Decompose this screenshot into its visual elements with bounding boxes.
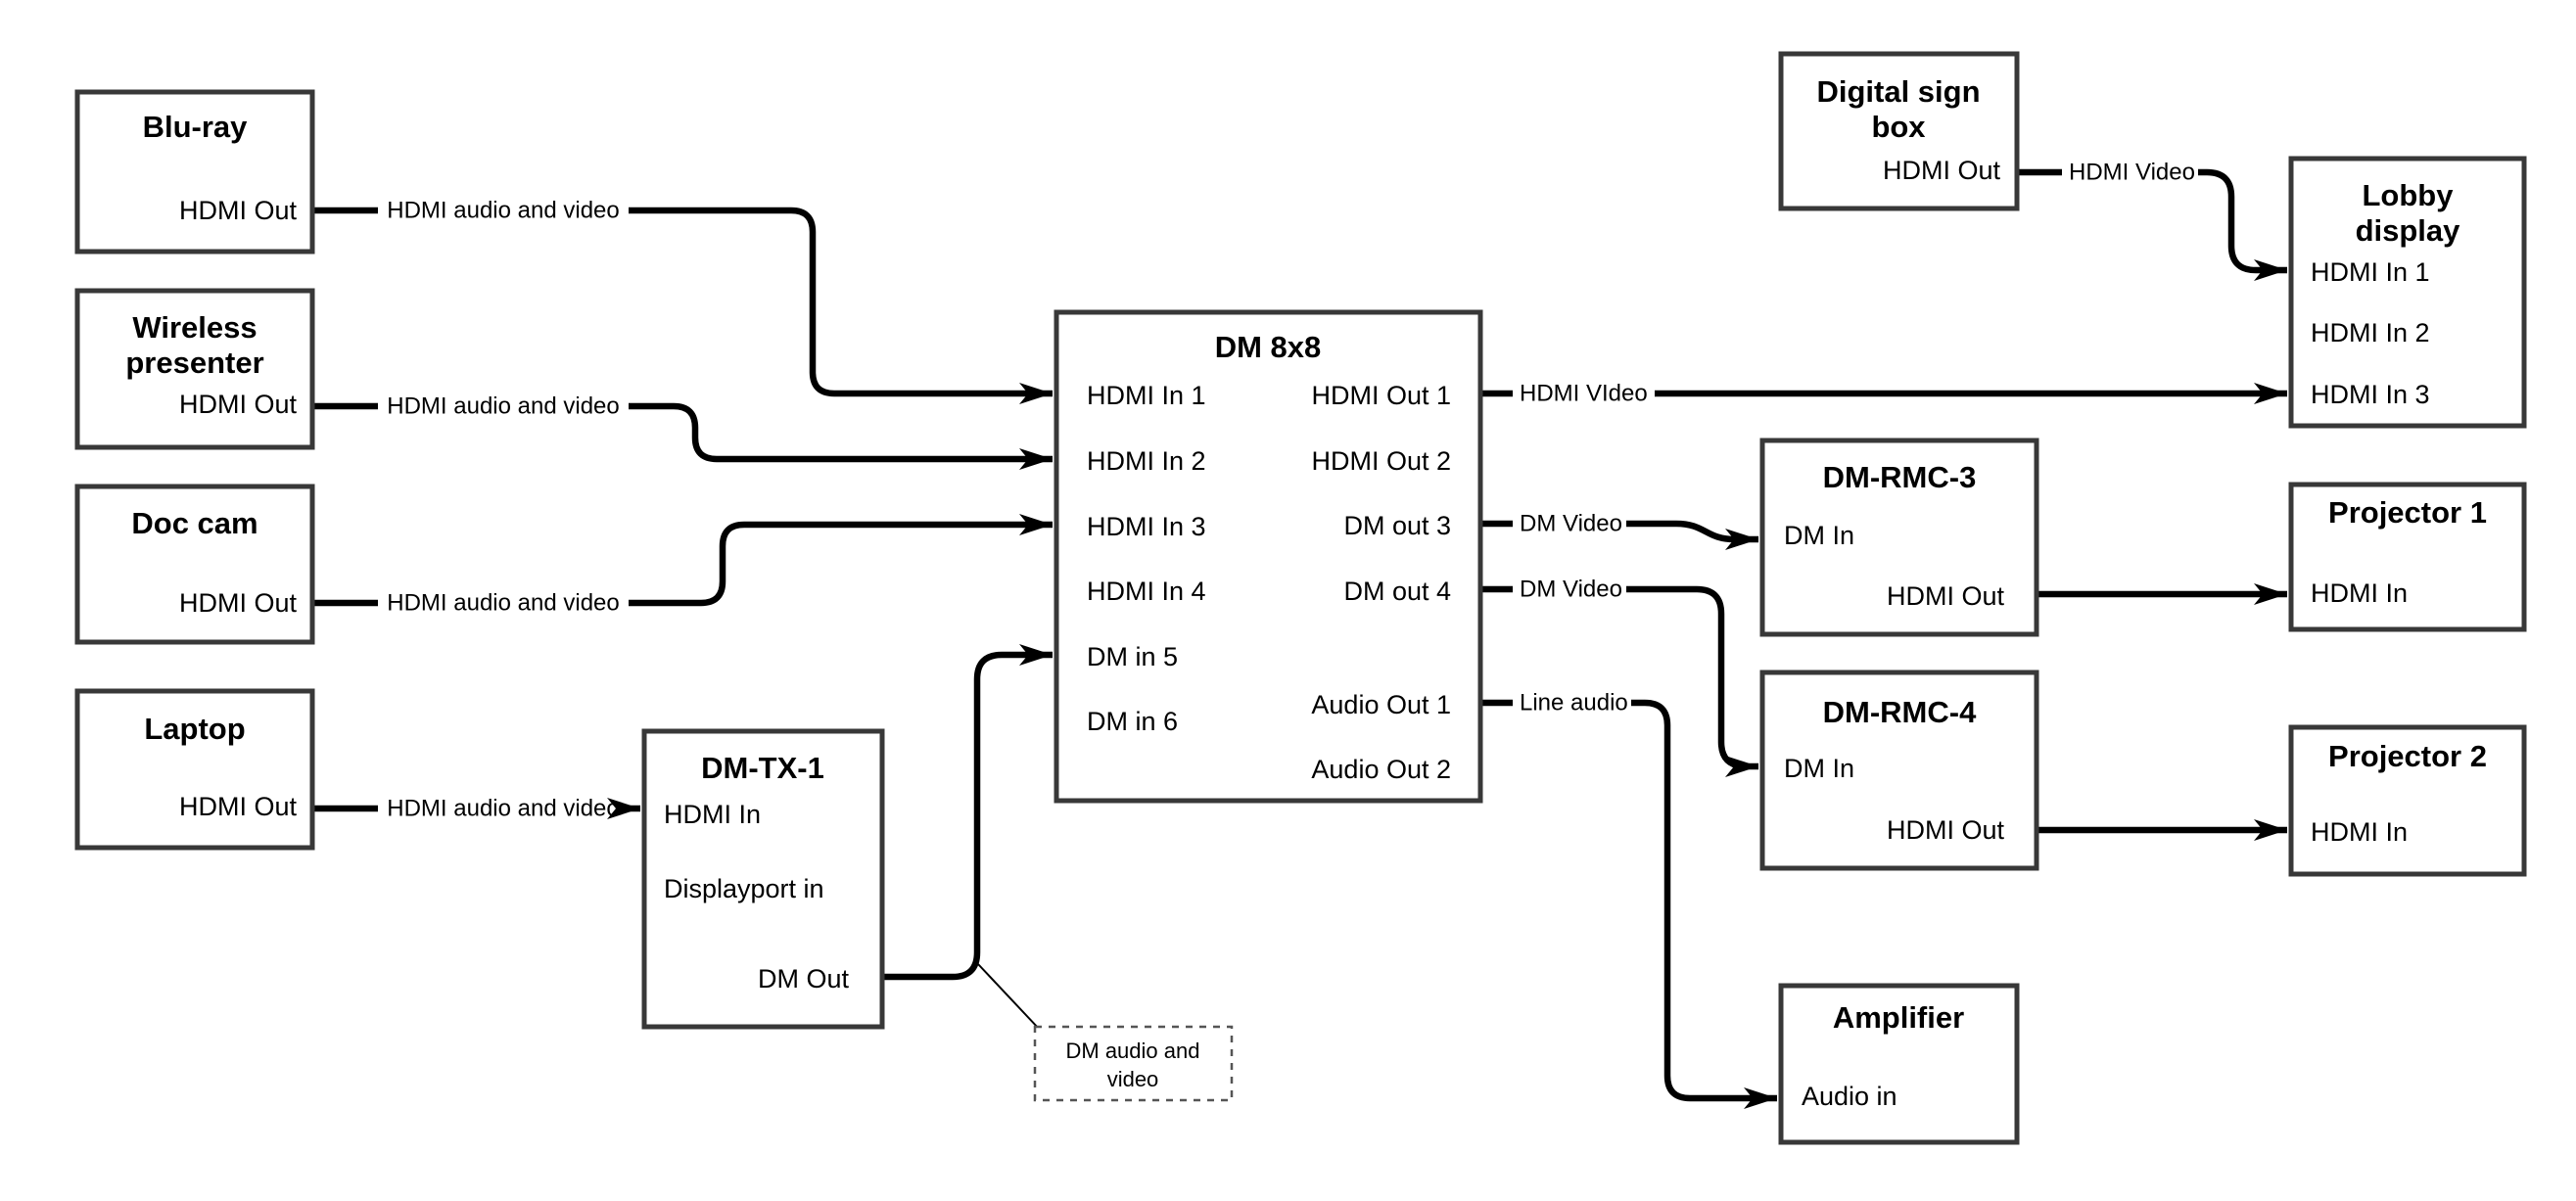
dm-rmc-4-box — [1759, 670, 2039, 871]
connections: HDMI audio and video HDMI audio and vide… — [312, 160, 2287, 1109]
amplifier-title: Amplifier — [1833, 1000, 1964, 1035]
lobby-display-title-line2: display — [2356, 213, 2461, 248]
projector-1-title: Projector 1 — [2328, 495, 2487, 530]
dm-tx-1-port-hdmi-in: HDMI In — [664, 800, 761, 829]
dm-8x8-port-dm-out-4: DM out 4 — [1343, 577, 1451, 606]
digital-sign-box-title-line2: box — [1871, 110, 1926, 144]
connection-dmtx1-to-dm8x8 — [882, 644, 1053, 981]
amplifier-port-audio-in: Audio in — [1802, 1082, 1897, 1111]
dm-8x8-port-audio-out-1: Audio Out 1 — [1311, 690, 1451, 719]
dm-8x8-port-dm-in-5: DM in 5 — [1087, 642, 1178, 671]
node-dm-rmc-4: DM-RMC-4 DM In HDMI Out — [1759, 670, 2039, 871]
dm-tx-1-title: DM-TX-1 — [701, 751, 824, 785]
lobby-display-port-hdmi-in-3: HDMI In 3 — [2311, 380, 2430, 409]
connection-bluray-to-dm8x8 — [629, 207, 1053, 404]
node-dm-8x8: DM 8x8 HDMI In 1 HDMI In 2 HDMI In 3 HDM… — [1054, 309, 1483, 804]
dm-8x8-port-audio-out-2: Audio Out 2 — [1311, 755, 1451, 784]
connection-label-wireless: HDMI audio and video — [387, 393, 619, 420]
dm-8x8-title: DM 8x8 — [1215, 330, 1322, 364]
connection-audioout1-to-amplifier — [1631, 699, 1777, 1109]
node-doc-cam: Doc cam HDMI Out — [74, 484, 315, 645]
dm-rmc-3-title: DM-RMC-3 — [1823, 460, 1977, 494]
projector-2-box — [2288, 724, 2527, 877]
wireless-presenter-title-line2: presenter — [125, 346, 263, 380]
dm-tx-1-port-displayport-in: Displayport in — [664, 874, 824, 903]
node-bluray: Blu-ray HDMI Out — [74, 89, 315, 254]
projector-1-port-hdmi-in: HDMI In — [2311, 578, 2408, 608]
dm-rmc-3-port-dm-in: DM In — [1784, 521, 1854, 550]
bluray-title: Blu-ray — [143, 110, 249, 144]
laptop-box — [74, 688, 315, 851]
connection-dmout3-to-dmrmc3 — [1626, 520, 1758, 550]
node-digital-sign-box: Digital sign box HDMI Out — [1778, 51, 2020, 211]
dm-rmc-3-box — [1759, 438, 2039, 637]
dm-8x8-port-hdmi-in-2: HDMI In 2 — [1087, 446, 1206, 476]
callout-leader-line — [977, 963, 1041, 1031]
callout-text-line2: video — [1107, 1067, 1159, 1091]
node-laptop: Laptop HDMI Out — [74, 688, 315, 851]
dm-rmc-4-port-dm-in: DM In — [1784, 754, 1854, 783]
connection-doccam-to-dm8x8 — [629, 514, 1053, 607]
node-amplifier: Amplifier Audio in — [1778, 983, 2020, 1145]
connection-label-audioout1: Line audio — [1520, 690, 1628, 716]
connection-label-dmout3: DM Video — [1520, 511, 1622, 537]
connection-label-dmout4: DM Video — [1520, 577, 1622, 603]
dm-rmc-4-title: DM-RMC-4 — [1823, 695, 1977, 729]
lobby-display-box — [2288, 156, 2527, 429]
dm-8x8-port-hdmi-out-2: HDMI Out 2 — [1311, 446, 1451, 476]
dm-8x8-port-hdmi-in-1: HDMI In 1 — [1087, 381, 1206, 410]
dm-8x8-box — [1054, 309, 1483, 804]
wireless-presenter-box — [74, 288, 315, 450]
callout-text-line1: DM audio and — [1066, 1039, 1200, 1063]
callout-box — [1033, 1025, 1234, 1102]
connection-label-laptop: HDMI audio and video — [387, 796, 619, 822]
connection-label-digitalsign: HDMI Video — [2069, 160, 2195, 186]
node-lobby-display: Lobby display HDMI In 1 HDMI In 2 HDMI I… — [2288, 156, 2527, 429]
digital-sign-box-box — [1778, 51, 2020, 211]
dm-rmc-4-port-hdmi-out: HDMI Out — [1887, 815, 2005, 845]
lobby-display-port-hdmi-in-1: HDMI In 1 — [2311, 257, 2430, 287]
node-projector-1: Projector 1 HDMI In — [2288, 482, 2527, 632]
dm-8x8-port-hdmi-in-3: HDMI In 3 — [1087, 512, 1206, 541]
wireless-presenter-title-line1: Wireless — [132, 310, 257, 345]
dm-8x8-port-dm-out-3: DM out 3 — [1343, 511, 1451, 540]
wireless-presenter-port-hdmi-out: HDMI Out — [179, 390, 298, 419]
node-wireless-presenter: Wireless presenter HDMI Out — [74, 288, 315, 450]
node-dm-rmc-3: DM-RMC-3 DM In HDMI Out — [1759, 438, 2039, 637]
digital-sign-box-port-hdmi-out: HDMI Out — [1883, 156, 2001, 185]
node-dm-tx-1: DM-TX-1 HDMI In Displayport in DM Out — [641, 728, 885, 1030]
bluray-port-hdmi-out: HDMI Out — [179, 196, 298, 225]
projector-1-box — [2288, 482, 2527, 632]
node-projector-2: Projector 2 HDMI In — [2288, 724, 2527, 877]
connection-label-hdmiout1: HDMI VIdeo — [1520, 381, 1648, 407]
dm-8x8-port-hdmi-in-4: HDMI In 4 — [1087, 577, 1206, 606]
projector-2-port-hdmi-in: HDMI In — [2311, 817, 2408, 847]
doc-cam-box — [74, 484, 315, 645]
amplifier-box — [1778, 983, 2020, 1145]
bluray-box — [74, 89, 315, 254]
laptop-port-hdmi-out: HDMI Out — [179, 792, 298, 821]
dm-tx-1-port-dm-out: DM Out — [758, 964, 850, 993]
lobby-display-title-line1: Lobby — [2363, 178, 2455, 212]
digital-sign-box-title-line1: Digital sign — [1816, 74, 1980, 109]
dm-tx-1-box — [641, 728, 885, 1030]
connection-digitalsign-to-lobby — [2198, 168, 2287, 281]
connection-label-bluray: HDMI audio and video — [387, 198, 619, 224]
dm-8x8-port-dm-in-6: DM in 6 — [1087, 707, 1178, 736]
dm-8x8-port-hdmi-out-1: HDMI Out 1 — [1311, 381, 1451, 410]
lobby-display-port-hdmi-in-2: HDMI In 2 — [2311, 318, 2430, 347]
dm-rmc-3-port-hdmi-out: HDMI Out — [1887, 581, 2005, 611]
laptop-title: Laptop — [144, 712, 245, 746]
doc-cam-title: Doc cam — [131, 506, 258, 540]
connection-dmout4-to-dmrmc4 — [1626, 585, 1758, 777]
projector-2-title: Projector 2 — [2328, 739, 2487, 773]
connection-wireless-to-dm8x8 — [629, 402, 1053, 470]
connection-label-doccam: HDMI audio and video — [387, 590, 619, 617]
doc-cam-port-hdmi-out: HDMI Out — [179, 588, 298, 618]
